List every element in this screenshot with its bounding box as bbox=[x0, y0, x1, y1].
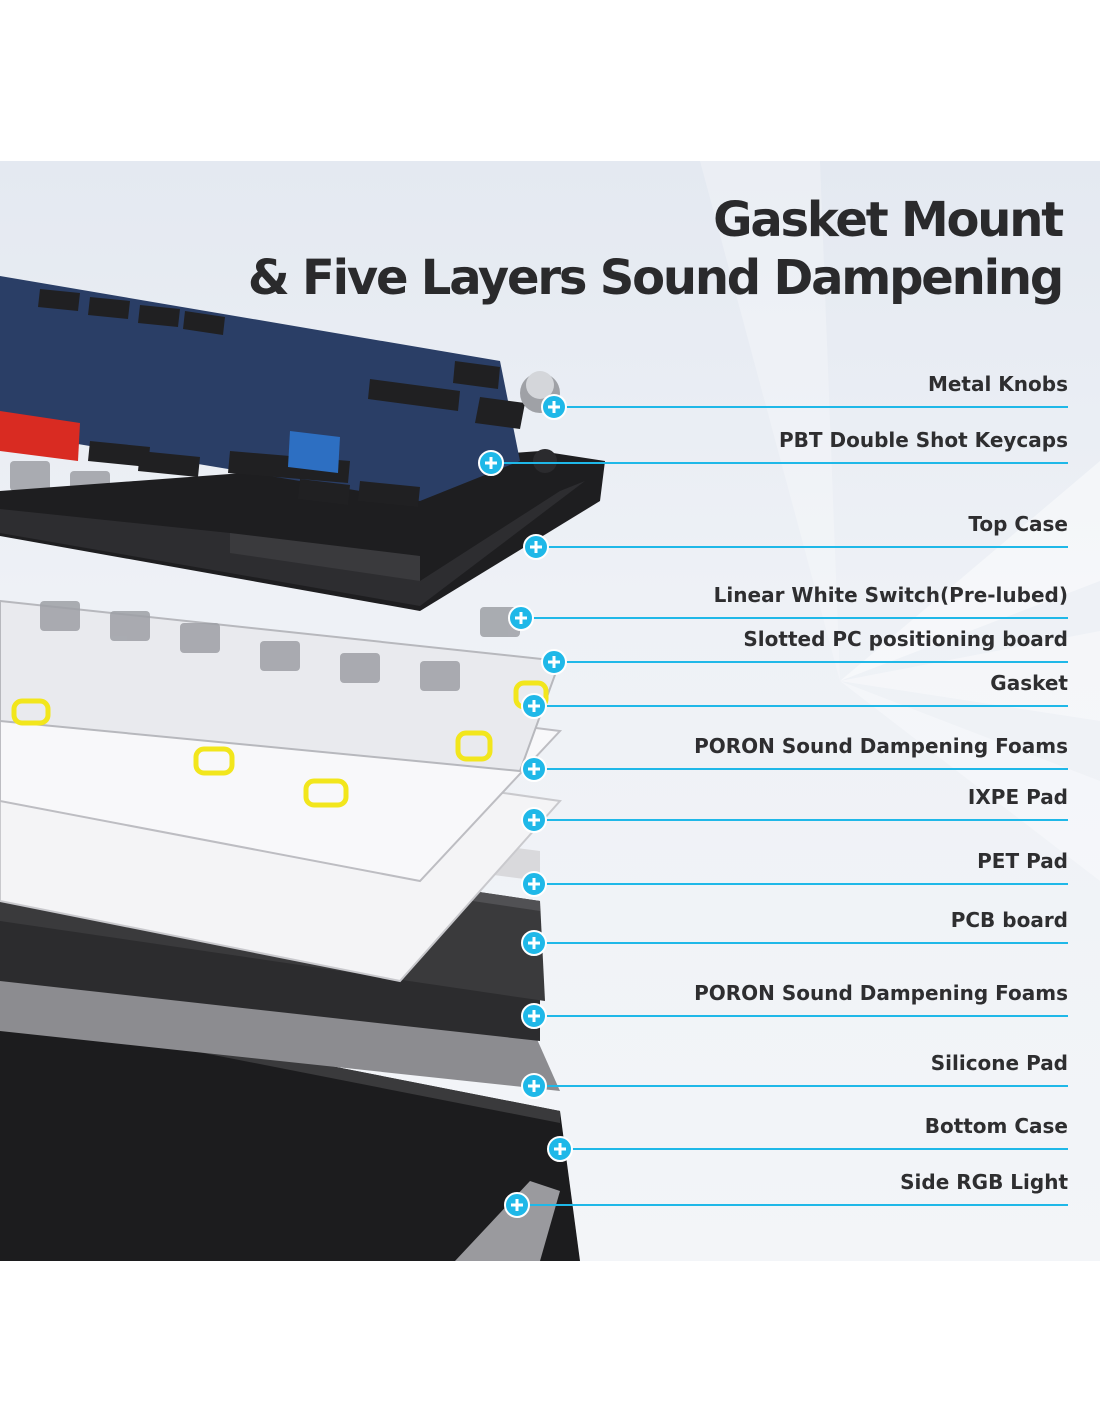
background-rays bbox=[700, 161, 1100, 881]
plus-icon[interactable] bbox=[521, 1003, 547, 1029]
plus-markers bbox=[478, 394, 573, 1218]
layer-label-pet-pad: PET Pad bbox=[977, 849, 1068, 873]
plus-icon[interactable] bbox=[504, 1192, 530, 1218]
plus-icon[interactable] bbox=[521, 871, 547, 897]
plus-icon[interactable] bbox=[508, 605, 534, 631]
plus-icon[interactable] bbox=[541, 649, 567, 675]
plus-icon[interactable] bbox=[541, 394, 567, 420]
plus-icon[interactable] bbox=[547, 1136, 573, 1162]
keyboard-layers-illustration bbox=[0, 276, 1068, 1261]
plus-icon[interactable] bbox=[523, 534, 549, 560]
plus-icon[interactable] bbox=[521, 693, 547, 719]
plus-icon[interactable] bbox=[521, 756, 547, 782]
title-line-1: Gasket Mount bbox=[713, 192, 1064, 248]
plus-icon[interactable] bbox=[521, 807, 547, 833]
plus-icon[interactable] bbox=[521, 1073, 547, 1099]
layer-label-poron-foam-lower: PORON Sound Dampening Foams bbox=[694, 981, 1068, 1005]
layer-label-bottom-case: Bottom Case bbox=[924, 1114, 1068, 1138]
layer-label-poron-foam-upper: PORON Sound Dampening Foams bbox=[694, 734, 1068, 758]
layer-label-pcb-board: PCB board bbox=[950, 908, 1068, 932]
side-rgb-light bbox=[455, 1181, 560, 1261]
layer-label-ixpe-pad: IXPE Pad bbox=[967, 785, 1068, 809]
layer-label-positioning-board: Slotted PC positioning board bbox=[743, 627, 1068, 651]
exploded-view-panel: Gasket Mount & Five Layers Sound Dampeni… bbox=[0, 161, 1100, 1261]
layer-label-gasket: Gasket bbox=[990, 671, 1068, 695]
layer-label-top-case: Top Case bbox=[968, 512, 1068, 536]
plus-icon[interactable] bbox=[478, 450, 504, 476]
page-title: Gasket Mount & Five Layers Sound Dampeni… bbox=[247, 191, 1064, 307]
plus-icon[interactable] bbox=[521, 930, 547, 956]
layer-label-metal-knobs: Metal Knobs bbox=[927, 372, 1068, 396]
title-line-2: & Five Layers Sound Dampening bbox=[247, 250, 1064, 306]
layer-label-silicone-pad: Silicone Pad bbox=[930, 1051, 1068, 1075]
keycaps bbox=[0, 276, 520, 501]
layer-label-keycaps: PBT Double Shot Keycaps bbox=[778, 428, 1068, 452]
layer-label-switch: Linear White Switch(Pre-lubed) bbox=[713, 583, 1068, 607]
layer-label-side-rgb-light: Side RGB Light bbox=[900, 1170, 1068, 1194]
leader-lines bbox=[491, 406, 1068, 1206]
